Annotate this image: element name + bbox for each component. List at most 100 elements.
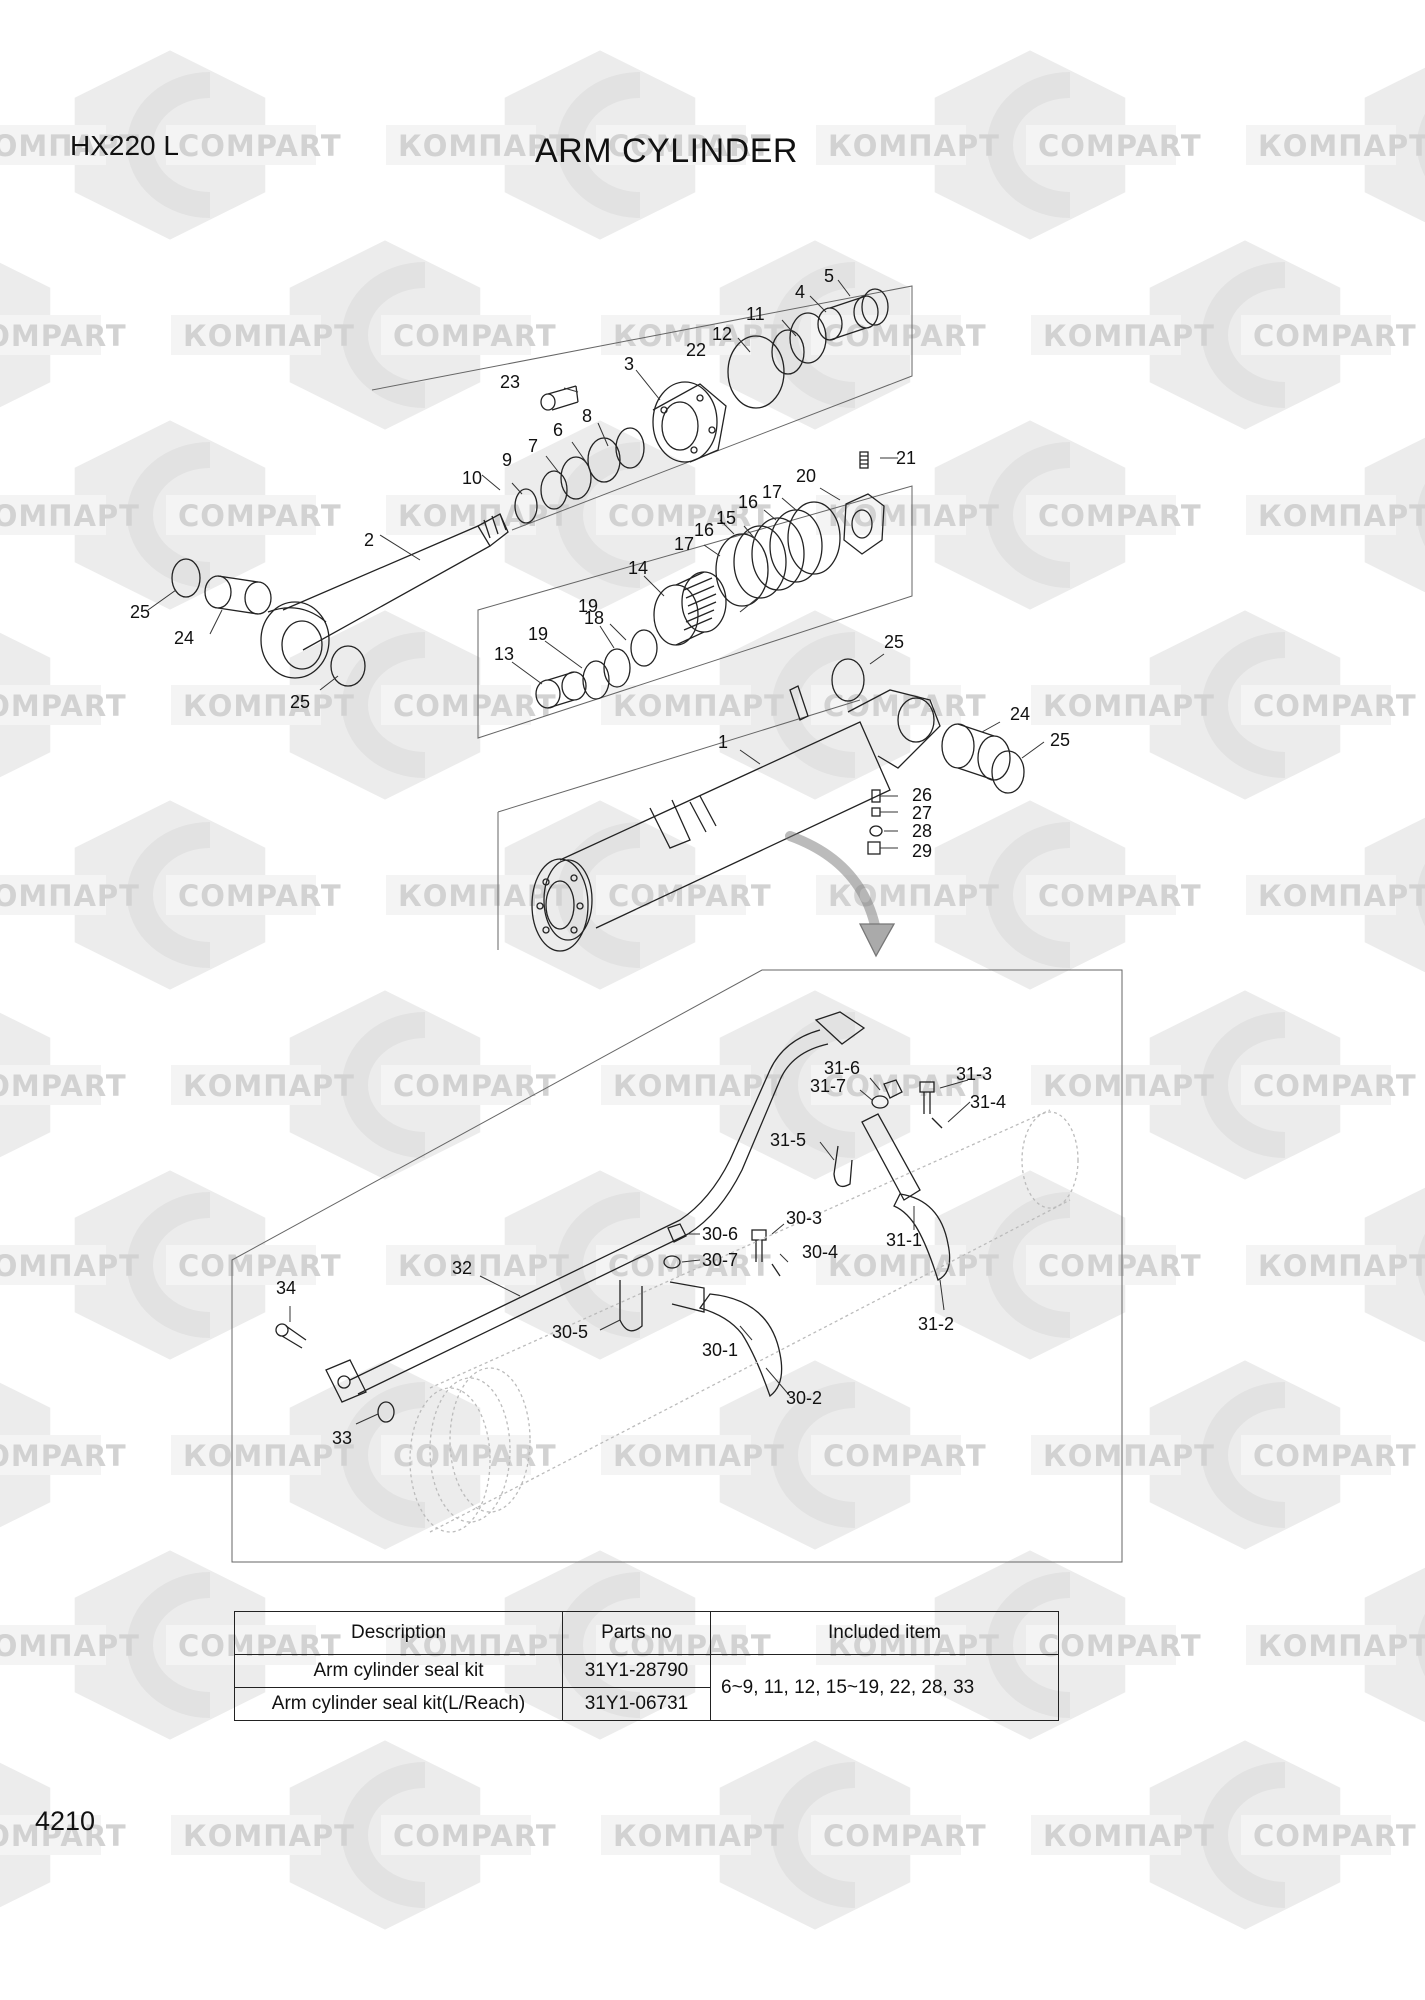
washer-part (663, 1255, 681, 1269)
callout-15: 15 (716, 508, 736, 528)
dust-wiper-part (861, 288, 889, 326)
watermark-text: COMPART (0, 1819, 127, 1853)
rod-cover-part (652, 381, 727, 463)
callout-31-5: 31-5 (770, 1130, 806, 1150)
watermark-text: COMPART (0, 1439, 127, 1473)
o-ring-part (377, 1401, 395, 1423)
watermark-band (596, 495, 746, 535)
watermark-band (381, 1065, 531, 1105)
watermark-band (0, 1815, 101, 1855)
plug-part (867, 841, 881, 855)
back-up-ring-part (771, 329, 805, 375)
watermark-text: КОМПАРТ (1258, 879, 1425, 913)
callout-33: 33 (332, 1428, 352, 1448)
callout-5: 5 (824, 266, 834, 286)
watermark-text: КОМПАРТ (1043, 689, 1215, 723)
watermark-band (601, 1815, 751, 1855)
watermark-text: COMPART (0, 319, 127, 353)
watermark-text: COMPART (608, 129, 772, 163)
band-part (669, 1281, 783, 1398)
watermark-logo-c (127, 72, 211, 218)
callout-30-3: 30-3 (786, 1208, 822, 1228)
watermark-text: COMPART (1038, 879, 1202, 913)
callout-19b: 19 (578, 596, 598, 616)
callout-25: 25 (130, 602, 150, 622)
watermark-logo-c (1202, 632, 1286, 778)
watermark-text: COMPART (178, 1249, 342, 1283)
flange-part (325, 1011, 866, 1403)
u-bolt-part (833, 1145, 853, 1188)
watermark-logo-c (342, 632, 426, 778)
seal-ring-part (540, 470, 568, 510)
watermark-band (816, 495, 966, 535)
table-row: Arm cylinder seal kit(L/Reach) 31Y1-0673… (234, 1687, 1059, 1721)
callout-3: 3 (624, 354, 634, 374)
callout-23: 23 (500, 372, 520, 392)
watermark-logo-c (1202, 1012, 1286, 1158)
watermark-logo-c (772, 1762, 856, 1908)
watermark-band (171, 1065, 321, 1105)
watermark-logo-c (987, 1192, 1071, 1338)
spring-washer-part (931, 1117, 943, 1129)
watermark-text: COMPART (178, 879, 342, 913)
watermark-text: КОМПАРТ (183, 1069, 355, 1103)
watermark-text: COMPART (823, 1819, 987, 1853)
watermark-text: КОМПАРТ (0, 1249, 140, 1283)
dust-ring-part (171, 558, 201, 598)
watermark-text: КОМПАРТ (183, 319, 355, 353)
watermark-band (1026, 125, 1176, 165)
watermark-text: КОМПАРТ (613, 689, 785, 723)
watermark-logo-c (342, 1762, 426, 1908)
watermark-band (811, 1815, 961, 1855)
callout-31-4: 31-4 (970, 1092, 1006, 1112)
watermark-text: COMPART (1253, 1439, 1417, 1473)
watermark-band (1246, 1625, 1396, 1665)
watermark-logo-c (557, 1192, 641, 1338)
watermark-band (0, 315, 101, 355)
watermark-band (171, 685, 321, 725)
callout-11: 11 (746, 304, 765, 324)
watermark-band (171, 1435, 321, 1475)
watermark-text: КОМПАРТ (0, 499, 140, 533)
callout-17: 17 (674, 534, 694, 554)
header-description: Description (234, 1611, 563, 1655)
watermark-logo-c (1202, 1762, 1286, 1908)
callout-2: 2 (364, 530, 374, 550)
watermark-band (0, 1435, 101, 1475)
watermark-text: COMPART (823, 319, 987, 353)
watermark-logo-c (772, 1382, 856, 1528)
callout-16: 16 (694, 520, 714, 540)
o-ring-part (727, 335, 785, 409)
callout-31-2: 31-2 (918, 1314, 954, 1334)
callout-29: 29 (912, 841, 932, 861)
callout-31-3: 31-3 (956, 1064, 992, 1084)
callout-6: 6 (553, 420, 563, 440)
cylinder-tube-part (531, 685, 941, 952)
piston-seal-part (733, 525, 787, 599)
spring-part (871, 807, 881, 817)
watermark-text: КОМПАРТ (828, 129, 1000, 163)
callout-30-7: 30-7 (702, 1250, 738, 1270)
watermark-band (596, 875, 746, 915)
seal-ring-part (615, 427, 645, 469)
leader-lines (147, 279, 1045, 1425)
seal-ring-part (582, 660, 610, 700)
watermark-text: COMPART (393, 689, 557, 723)
pipe-group-frame (231, 969, 1123, 1563)
watermark-band (381, 685, 531, 725)
watermark-text: COMPART (178, 499, 342, 533)
callout-17b: 17 (762, 482, 782, 502)
watermark-text: COMPART (0, 689, 127, 723)
callout-16b: 16 (738, 492, 758, 512)
watermark-band (171, 1815, 321, 1855)
watermark-band (0, 1245, 106, 1285)
included-items-cell: 6~9, 11, 12, 15~19, 22, 28, 33 (710, 1654, 1059, 1721)
watermark-band (381, 1435, 531, 1475)
watermark-logo-c (127, 822, 211, 968)
callout-25d: 25 (1050, 730, 1070, 750)
callout-30-4: 30-4 (802, 1242, 838, 1262)
watermark-logo-c (342, 262, 426, 408)
watermark-logo-c (987, 72, 1071, 218)
watermark-text: COMPART (823, 1439, 987, 1473)
set-screw-part (859, 451, 869, 469)
